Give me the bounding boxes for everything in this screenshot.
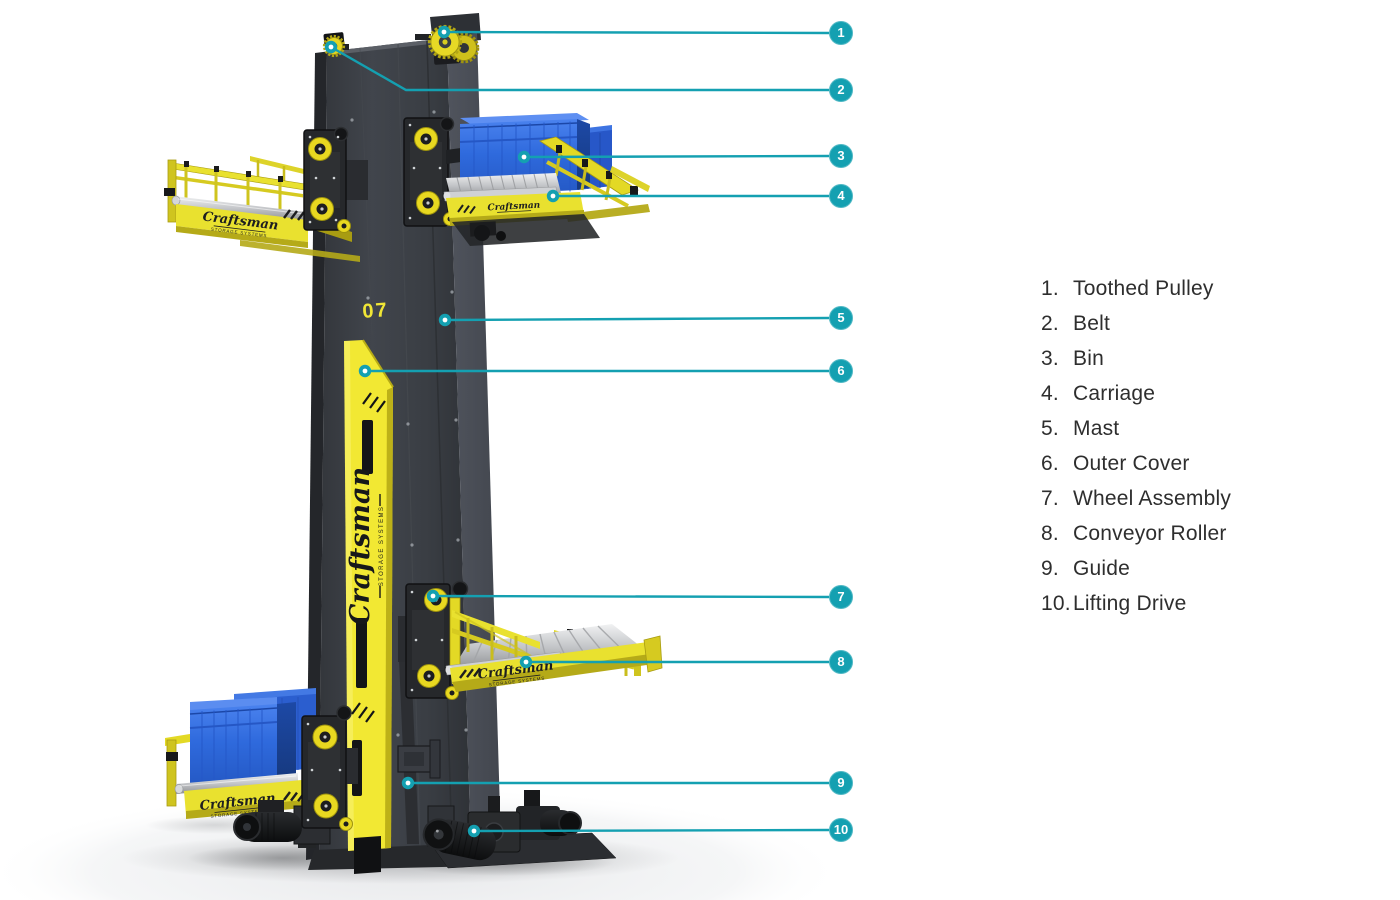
guide-channel [398, 636, 419, 844]
legend-number: 1. [1041, 276, 1059, 300]
legend-number: 3. [1041, 346, 1059, 370]
callout-marker-10: 10 [829, 818, 853, 842]
legend-label: Lifting Drive [1073, 591, 1187, 615]
fascia-hatch [283, 209, 305, 221]
legend-label: Outer Cover [1073, 451, 1190, 475]
legend-number: 9. [1041, 556, 1059, 580]
legend-item-6: 6. Outer Cover [1041, 446, 1231, 481]
fascia-hatch [457, 204, 476, 214]
legend-item-10: 10. Lifting Drive [1041, 586, 1231, 621]
leader-line-1 [443, 30, 830, 35]
wheel-assembly-lower-left [301, 705, 358, 831]
cover-brand: Craftsman STORAGE SYSTEMS [345, 467, 385, 625]
guide-bracket [397, 739, 441, 779]
leader-line-7 [432, 594, 830, 599]
callout-anchor-dots [324, 25, 560, 838]
legend-label: Carriage [1073, 381, 1156, 405]
callout-marker-6: 6 [829, 359, 853, 383]
legend-item-4: 4. Carriage [1041, 376, 1231, 411]
legend-item-5: 5. Mast [1041, 411, 1231, 446]
legend-number: 5. [1041, 416, 1059, 440]
carriage-railing-far [539, 136, 650, 208]
plate-rivets [308, 135, 340, 224]
carriage-brand: Craftsman STORAGE SYSTEMS [199, 791, 276, 819]
callout-marker-7: 7 [829, 585, 853, 609]
cover-brand-sub: STORAGE SYSTEMS [379, 506, 385, 587]
railing-clamps [184, 161, 283, 182]
toothed-pulley-assembly [322, 24, 480, 65]
leader-line-2 [330, 45, 829, 92]
svg-text:Craftsman: Craftsman [487, 201, 540, 214]
svg-text:STORAGE SYSTEMS: STORAGE SYSTEMS [488, 676, 545, 688]
legend-item-9: 9. Guide [1041, 551, 1231, 586]
parts-legend: 1. Toothed Pulley 2. Belt 3. Bin 4. Carr… [1041, 271, 1231, 621]
legend-number: 10. [1041, 591, 1071, 615]
cover-brand-script: Craftsman [345, 467, 376, 625]
callout-marker-4: 4 [829, 184, 853, 208]
legend-number: 7. [1041, 486, 1059, 510]
legend-label: Conveyor Roller [1073, 521, 1227, 545]
callout-marker-5: 5 [829, 306, 853, 330]
outer-cover: Craftsman STORAGE SYSTEMS [344, 339, 394, 874]
legend-number: 4. [1041, 381, 1059, 405]
svg-text:07: 07 [362, 299, 390, 323]
leader-line-10 [473, 828, 830, 833]
callout-lines [330, 30, 830, 833]
carriage-railing-near [449, 597, 540, 669]
bin-main [189, 697, 296, 787]
deck-brand: Craftsman [487, 201, 540, 214]
carriage-upper-right: Craftsman [443, 113, 650, 246]
legend-label: Bin [1073, 346, 1104, 370]
fascia-hatch [459, 667, 481, 679]
legend-item-2: 2. Belt [1041, 306, 1231, 341]
wheel-assembly-upper-left [303, 126, 368, 233]
callout-marker-9: 9 [829, 771, 853, 795]
callout-marker-1: 1 [829, 21, 853, 45]
legend-label: Wheel Assembly [1073, 486, 1232, 510]
legend-label: Toothed Pulley [1073, 276, 1214, 300]
legend-label: Guide [1073, 556, 1131, 580]
legend-item-1: 1. Toothed Pulley [1041, 271, 1231, 306]
legend-label: Belt [1073, 311, 1110, 335]
legend-label: Mast [1073, 416, 1120, 440]
callout-marker-8: 8 [829, 650, 853, 674]
svg-text:STORAGE SYSTEMS: STORAGE SYSTEMS [210, 808, 267, 819]
legend-number: 8. [1041, 521, 1059, 545]
callout-marker-3: 3 [829, 144, 853, 168]
leader-line-5 [444, 316, 830, 322]
legend-number: 6. [1041, 451, 1059, 475]
callout-marker-2: 2 [829, 78, 853, 102]
toothed-pulley-icon [427, 24, 480, 65]
carriage-upper-left: Craftsman STORAGE SYSTEMS [164, 126, 368, 262]
legend-item-3: 3. Bin [1041, 341, 1231, 376]
leader-line-3 [523, 154, 830, 159]
unit-number: 07 [362, 299, 390, 323]
legend-item-7: 7. Wheel Assembly [1041, 481, 1231, 516]
conveyor-roller-deck [452, 624, 640, 670]
svg-text:STORAGE SYSTEMS: STORAGE SYSTEMS [211, 227, 268, 239]
legend-number: 2. [1041, 311, 1059, 335]
legend-item-8: 8. Conveyor Roller [1041, 516, 1231, 551]
carriage-lower-left: Craftsman STORAGE SYSTEMS [165, 688, 358, 848]
cover-hatch-marks [351, 392, 386, 723]
